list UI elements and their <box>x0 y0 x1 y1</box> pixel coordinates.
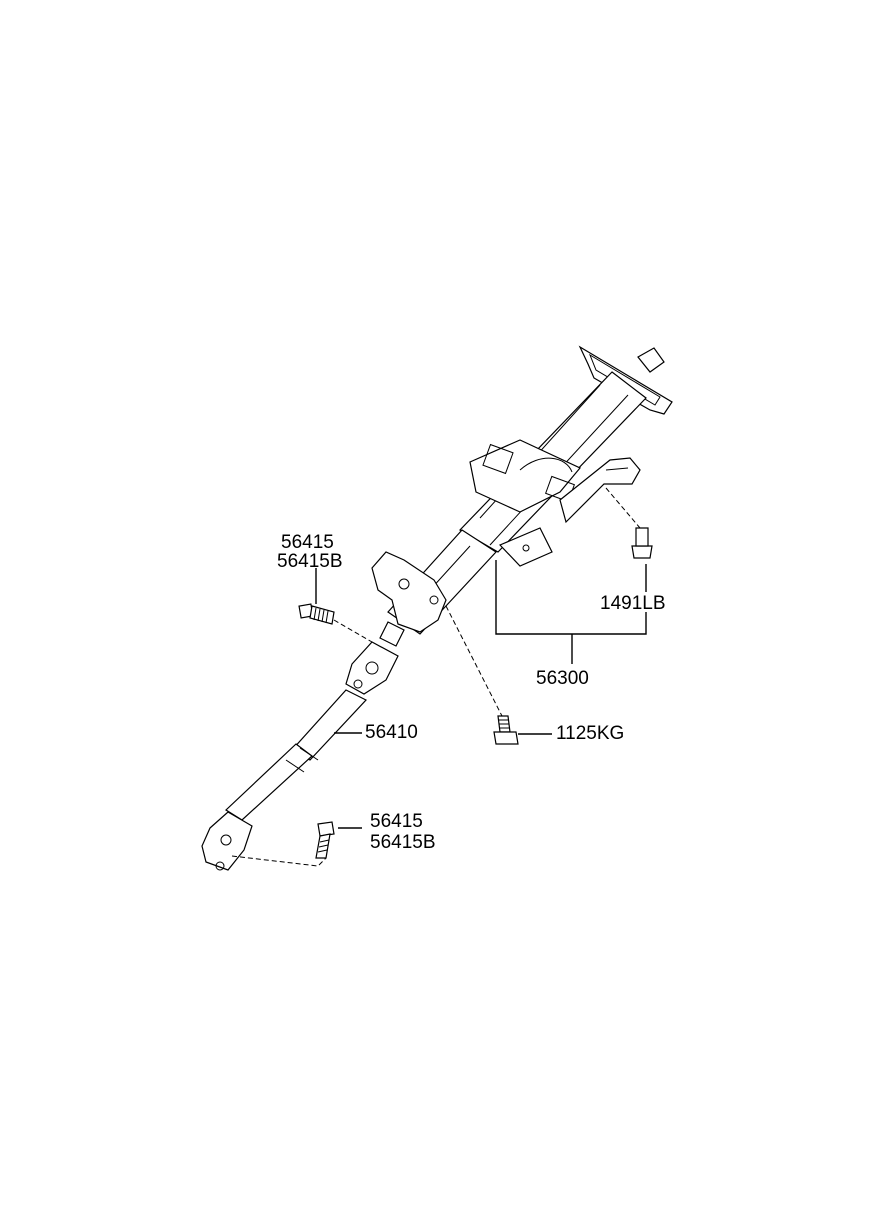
intermediate-shaft <box>201 641 399 871</box>
bolt-mount-icon <box>493 715 519 745</box>
label-56300: 56300 <box>536 668 589 689</box>
label-56410: 56410 <box>365 722 418 743</box>
clip-icon <box>631 527 653 559</box>
steering-column-assembly <box>371 345 673 647</box>
label-1125kg: 1125KG <box>556 723 624 744</box>
bolt-lower-icon <box>315 821 335 859</box>
label-1491lb: 1491LB <box>600 593 666 614</box>
label-56415-upper: 56415 <box>281 532 334 553</box>
label-56415-lower: 56415 <box>370 811 423 832</box>
label-56415b-upper: 56415B <box>277 551 343 572</box>
leader-lines <box>231 487 647 867</box>
label-56415b-lower: 56415B <box>370 832 436 853</box>
bolt-upper-icon <box>298 603 335 625</box>
